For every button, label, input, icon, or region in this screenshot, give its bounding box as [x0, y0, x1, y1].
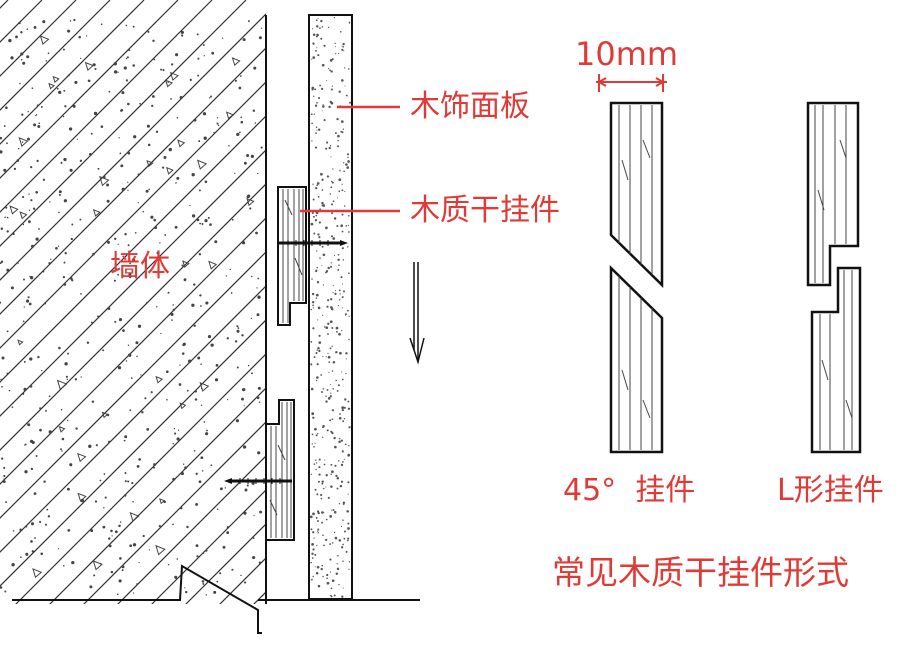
wall-label: 墙体 [110, 249, 170, 284]
upper-wood-hanger [277, 186, 348, 326]
hanger-l-shape [806, 101, 862, 454]
floor-break-line [12, 564, 420, 634]
wood-hanger-label: 木质干挂件 [410, 193, 560, 228]
hanger-45-degree [609, 101, 664, 454]
down-arrow-icon [409, 262, 425, 365]
dimension-label: 10mm [575, 35, 679, 73]
lower-wood-hanger [224, 399, 295, 541]
diagram-caption: 常见木质干挂件形式 [552, 553, 849, 592]
wood-panel-label: 木饰面板 [410, 89, 530, 124]
hanger-45-label: 45° 挂件 [563, 473, 696, 508]
hanger-l-label: L形挂件 [777, 473, 884, 508]
dimension-marker [596, 74, 667, 92]
